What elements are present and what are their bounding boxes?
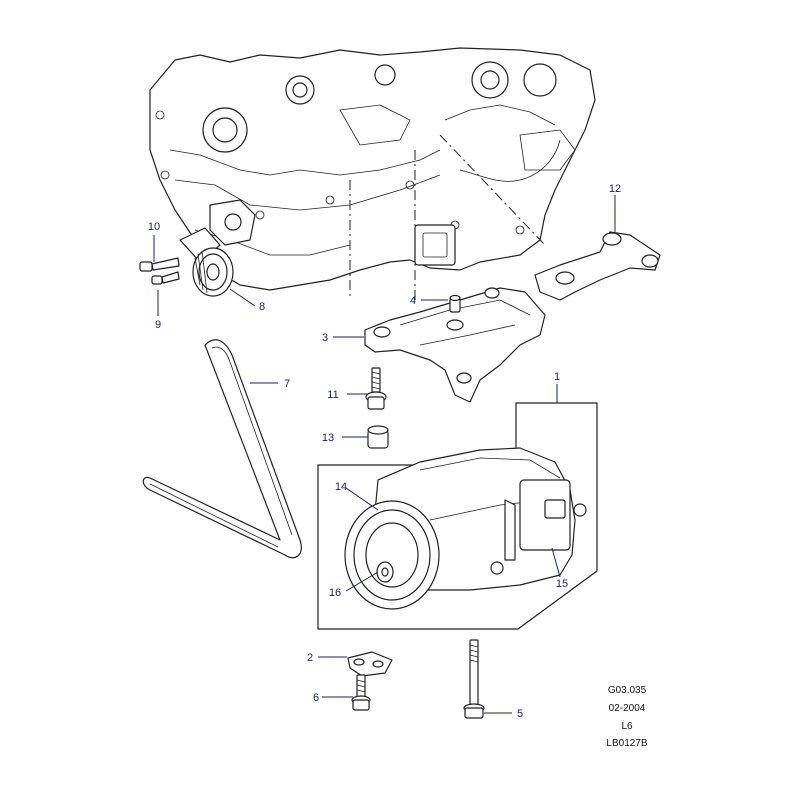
alignment-lines	[349, 134, 546, 300]
part-4-dowel	[449, 294, 461, 313]
leader-lines	[153, 195, 616, 714]
callout-14: 14	[335, 481, 347, 493]
callout-9: 9	[155, 319, 161, 331]
callout-4: 4	[410, 295, 416, 307]
callout-6: 6	[313, 692, 319, 704]
callout-11: 11	[327, 389, 338, 401]
part-12-bracket	[534, 231, 661, 301]
part-8-tensioner-pulley	[179, 227, 234, 297]
part-7-drive-belt	[142, 339, 302, 559]
ref-code: G03.035	[608, 685, 647, 696]
callout-16: 16	[329, 587, 341, 599]
ref-drawing-code: LB0127B	[606, 738, 647, 749]
ref-engine: L6	[621, 721, 633, 732]
part-5-long-bolt	[463, 639, 485, 719]
part-11-bolt	[365, 367, 387, 410]
part-9-bolt	[151, 271, 180, 285]
ac-compressor	[344, 447, 587, 610]
part-2-plate	[347, 651, 393, 677]
ref-date: 02-2004	[609, 703, 646, 714]
callout-10: 10	[148, 221, 160, 233]
callout-12: 12	[609, 183, 621, 195]
part-10-bolt	[139, 257, 180, 272]
callout-7: 7	[284, 378, 290, 390]
part-13-spacer	[367, 425, 389, 449]
callout-15: 15	[556, 578, 568, 590]
callout-8: 8	[259, 301, 265, 313]
part-6-bolt	[351, 674, 371, 711]
callout-13: 13	[322, 432, 334, 444]
callout-3: 3	[322, 332, 328, 344]
callout-5: 5	[517, 708, 523, 720]
callout-1: 1	[554, 371, 560, 383]
engine-block	[149, 47, 596, 291]
reference-block: G03.035 02-2004 L6 LB0127B	[606, 685, 647, 749]
callout-2: 2	[307, 652, 313, 664]
callouts: 10 9 8 12 4 3 7 11 13 1 14 15 16 2 6 5	[148, 183, 621, 720]
